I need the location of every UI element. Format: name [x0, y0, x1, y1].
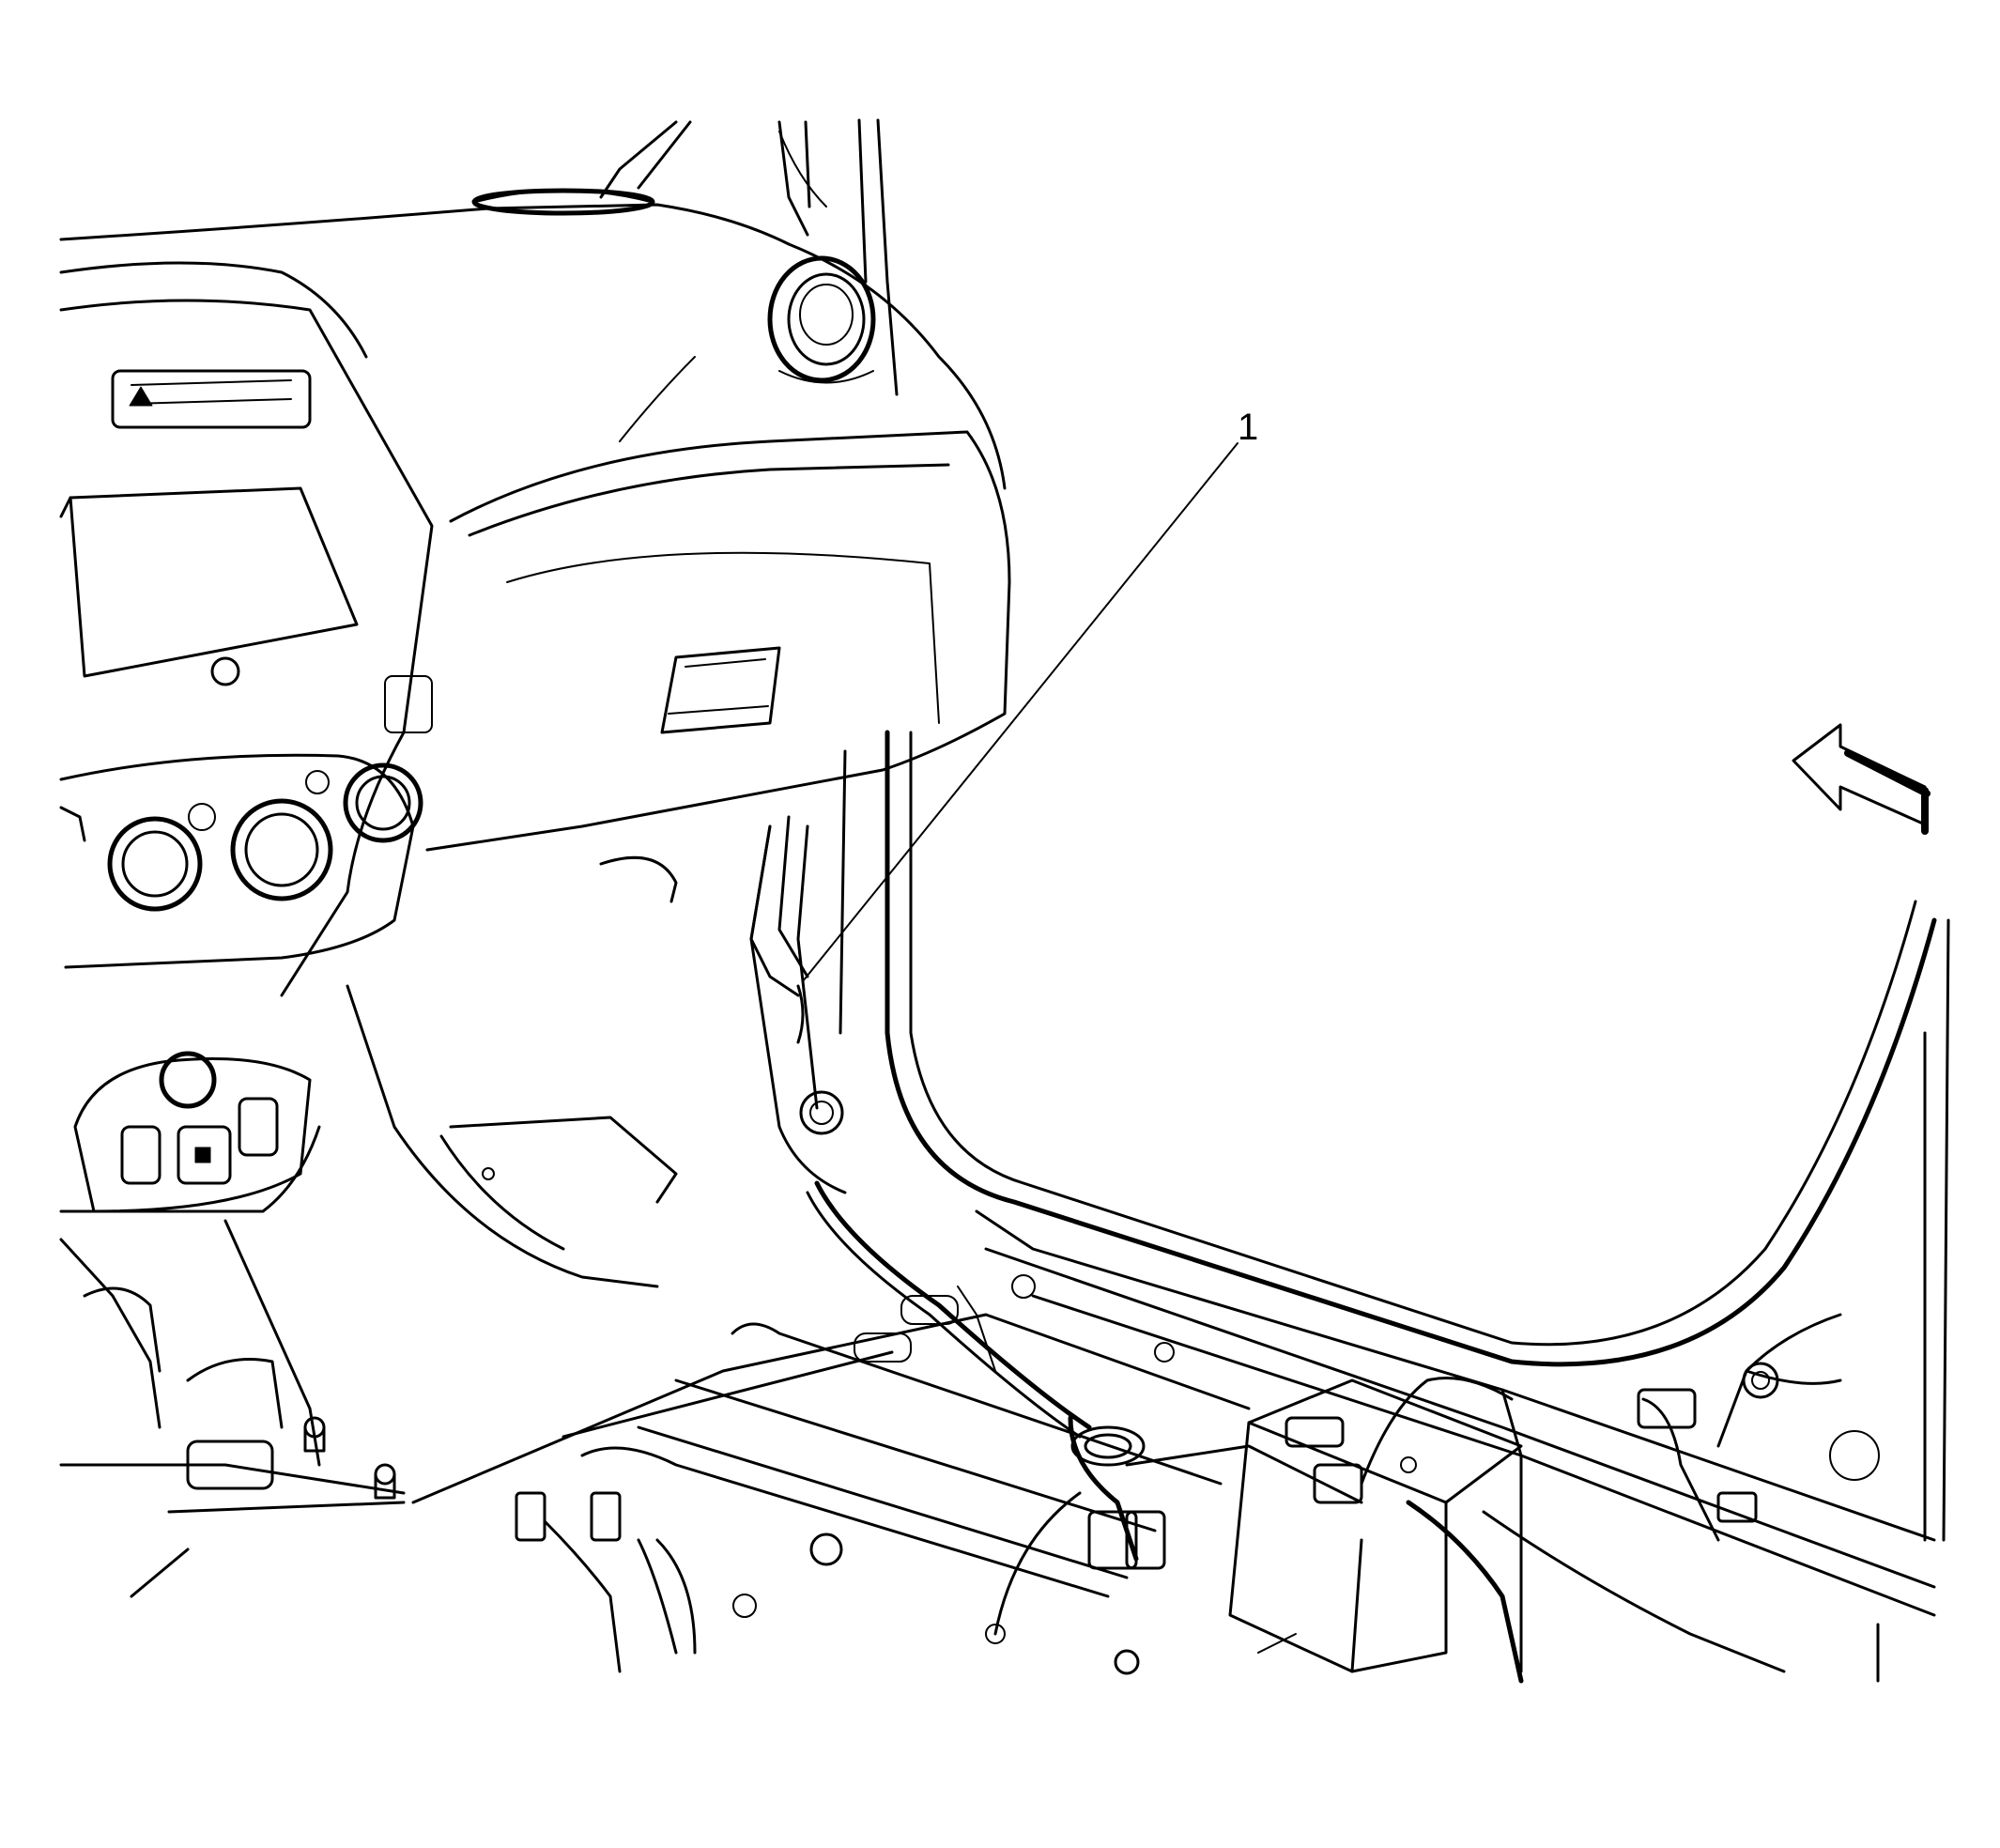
- climate-controls: [59, 753, 423, 969]
- lower-console: [59, 1051, 321, 1213]
- callout-1: 1: [802, 407, 1258, 982]
- kick-panel: [346, 824, 847, 1288]
- callout-number: 1: [1238, 407, 1258, 448]
- control-module: [1228, 1378, 1523, 1673]
- fasteners: [303, 1362, 1880, 1675]
- floor-pan: [411, 1209, 1936, 1683]
- windshield-pillar: [599, 118, 899, 396]
- center-stack: [59, 299, 434, 997]
- door-opening: [838, 730, 1950, 1542]
- side-air-vent: [767, 255, 876, 384]
- dashboard-top: [59, 188, 1007, 490]
- wiring-harness: [515, 815, 1842, 1684]
- center-tunnel: [59, 1219, 406, 1598]
- direction-arrow-icon: [1792, 723, 1931, 835]
- glove-box: [425, 356, 1011, 852]
